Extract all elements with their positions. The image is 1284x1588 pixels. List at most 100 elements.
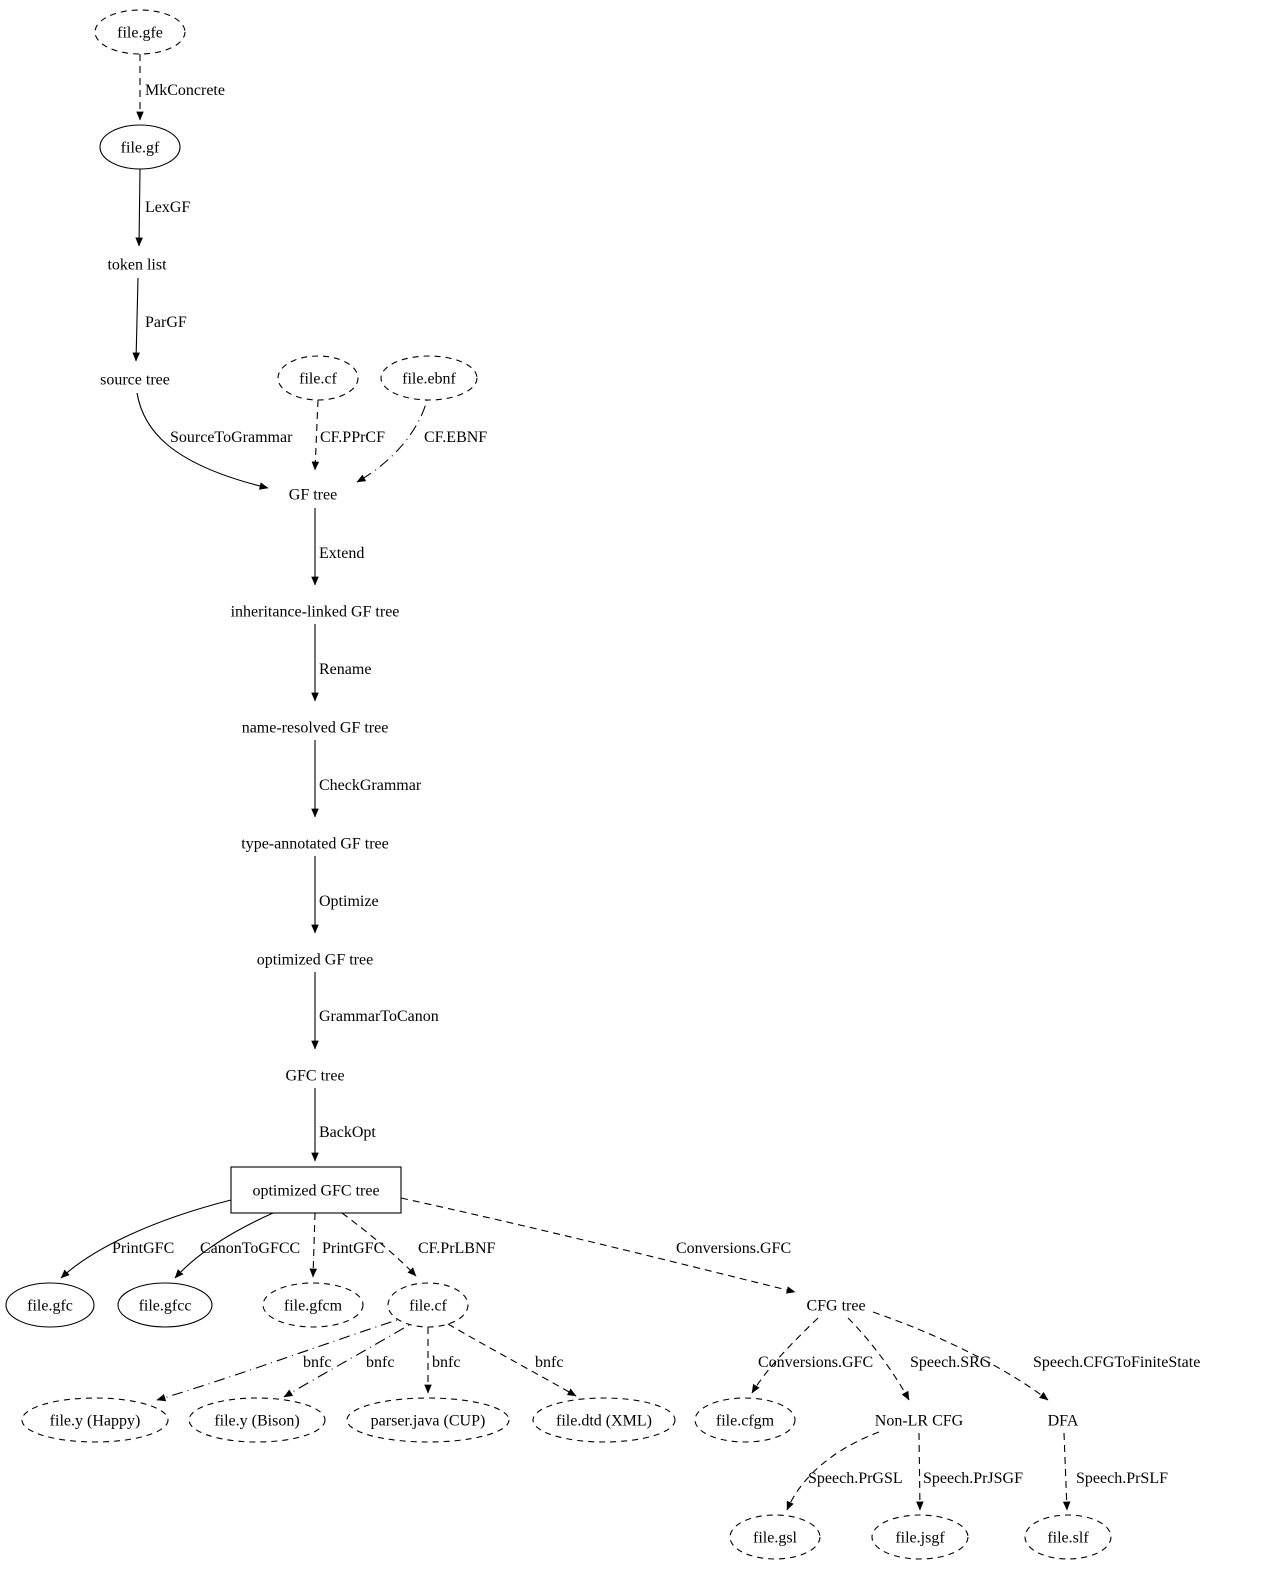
edge-label-inh-gf-tree-to-name-gf-tree: Rename bbox=[319, 661, 371, 678]
edge-label-opt-gfc-tree-to-file-gfcm: PrintGFC bbox=[322, 1240, 384, 1257]
node-label-non-lr-cfg: Non-LR CFG bbox=[875, 1413, 964, 1430]
node-label-parser-java-cup: parser.java (CUP) bbox=[371, 1413, 486, 1430]
node-file-y-happy: file.y (Happy) bbox=[21, 1397, 169, 1443]
edge-label-file-cf-out-to-file-dtd-xml: bnfc bbox=[535, 1354, 563, 1371]
edge-label-token-list-to-source-tree: ParGF bbox=[145, 314, 187, 331]
node-name-gf-tree: name-resolved GF tree bbox=[242, 720, 389, 737]
node-file-gfcm: file.gfcm bbox=[262, 1282, 364, 1328]
edge-opt-gfc-tree-to-file-gfcc bbox=[174, 1212, 274, 1279]
node-inh-gf-tree: inheritance-linked GF tree bbox=[231, 604, 400, 621]
node-file-gfc: file.gfc bbox=[5, 1282, 95, 1328]
edge-label-source-tree-to-gf-tree: SourceToGrammar bbox=[170, 429, 293, 446]
node-label-file-ebnf: file.ebnf bbox=[402, 371, 456, 388]
edge-label-opt-gfc-tree-to-file-gfcc: CanonToGFCC bbox=[200, 1240, 300, 1257]
node-shape-file-cf-out bbox=[387, 1282, 469, 1328]
edge-label-opt-gf-tree-to-gfc-tree: GrammarToCanon bbox=[319, 1008, 439, 1025]
node-file-ebnf: file.ebnf bbox=[380, 355, 478, 401]
node-shape-file-cf-in bbox=[277, 355, 359, 401]
edge-source-tree-to-gf-tree bbox=[136, 392, 269, 490]
edge-label-file-cf-out-to-file-y-bison: bnfc bbox=[366, 1354, 394, 1371]
edge-label-name-gf-tree-to-type-gf-tree: CheckGrammar bbox=[319, 777, 422, 794]
node-file-cf-in: file.cf bbox=[277, 355, 359, 401]
node-shape-file-gfcc bbox=[117, 1282, 213, 1328]
node-shape-file-gfe bbox=[94, 9, 186, 55]
edge-label-opt-gfc-tree-to-file-cf-out: CF.PrLBNF bbox=[418, 1240, 496, 1257]
edge-non-lr-cfg-to-file-jsgf bbox=[916, 1432, 924, 1511]
node-label-file-dtd-xml: file.dtd (XML) bbox=[556, 1413, 652, 1430]
edge-label-gfc-tree-to-opt-gfc-tree: BackOpt bbox=[319, 1124, 376, 1141]
node-file-dtd-xml: file.dtd (XML) bbox=[532, 1397, 676, 1443]
node-shape-parser-java-cup bbox=[346, 1397, 510, 1443]
edge-label-type-gf-tree-to-opt-gf-tree: Optimize bbox=[319, 893, 379, 910]
node-cfg-tree: CFG tree bbox=[806, 1298, 865, 1315]
edge-dfa-to-file-slf bbox=[1062, 1432, 1071, 1511]
node-file-gsl: file.gsl bbox=[729, 1514, 821, 1560]
node-label-file-cf-out: file.cf bbox=[409, 1298, 447, 1315]
edge-label-file-gfe-to-file-gf: MkConcrete bbox=[145, 82, 225, 99]
node-label-opt-gf-tree: optimized GF tree bbox=[257, 952, 373, 969]
edge-label-gf-tree-to-inh-gf-tree: Extend bbox=[319, 545, 364, 562]
node-label-file-gfe: file.gfe bbox=[117, 25, 163, 42]
edge-label-file-cf-out-to-parser-java-cup: bnfc bbox=[432, 1354, 460, 1371]
node-shape-file-jsgf bbox=[871, 1514, 969, 1560]
edge-label-cfg-tree-to-file-cfgm: Conversions.GFC bbox=[758, 1354, 873, 1371]
node-file-jsgf: file.jsgf bbox=[871, 1514, 969, 1560]
node-label-file-y-happy: file.y (Happy) bbox=[50, 1413, 141, 1430]
node-shape-file-y-happy bbox=[21, 1397, 169, 1443]
nodes-layer: file.gfe file.gf token list source tree file… bbox=[5, 9, 1112, 1560]
edge-file-gf-to-token-list bbox=[135, 168, 143, 247]
edge-label-cfg-tree-to-dfa: Speech.CFGToFiniteState bbox=[1033, 1354, 1200, 1371]
node-shape-file-dtd-xml bbox=[532, 1397, 676, 1443]
node-shape-file-gfcm bbox=[262, 1282, 364, 1328]
node-label-file-y-bison: file.y (Bison) bbox=[214, 1413, 299, 1430]
edge-file-cf-out-to-file-dtd-xml bbox=[447, 1323, 577, 1397]
node-label-opt-gfc-tree: optimized GFC tree bbox=[252, 1183, 379, 1200]
edge-file-ebnf-to-gf-tree bbox=[356, 399, 428, 483]
edge-label-file-cf-in-to-gf-tree: CF.PPrCF bbox=[320, 429, 385, 446]
node-file-cf-out: file.cf bbox=[387, 1282, 469, 1328]
node-label-file-slf: file.slf bbox=[1047, 1530, 1089, 1547]
node-file-cfgm: file.cfgm bbox=[694, 1397, 796, 1443]
node-parser-java-cup: parser.java (CUP) bbox=[346, 1397, 510, 1443]
edge-label-dfa-to-file-slf: Speech.PrSLF bbox=[1076, 1470, 1168, 1487]
node-shape-file-slf bbox=[1024, 1514, 1112, 1560]
node-shape-file-gsl bbox=[729, 1514, 821, 1560]
edge-file-cf-out-to-file-y-bison bbox=[283, 1324, 410, 1398]
node-label-dfa: DFA bbox=[1048, 1413, 1079, 1430]
node-dfa: DFA bbox=[1048, 1413, 1079, 1430]
node-label-file-gfcc: file.gfcc bbox=[139, 1298, 192, 1315]
node-file-y-bison: file.y (Bison) bbox=[188, 1397, 326, 1443]
edge-opt-gfc-tree-to-file-gfcm bbox=[309, 1212, 318, 1278]
edge-label-opt-gfc-tree-to-cfg-tree: Conversions.GFC bbox=[676, 1240, 791, 1257]
edge-opt-gfc-tree-to-file-cf-out bbox=[341, 1212, 417, 1277]
edge-token-list-to-source-tree bbox=[132, 277, 140, 362]
node-shape-file-cfgm bbox=[694, 1397, 796, 1443]
node-label-file-gfcm: file.gfcm bbox=[284, 1298, 343, 1315]
node-label-name-gf-tree: name-resolved GF tree bbox=[242, 720, 389, 737]
node-gfc-tree: GFC tree bbox=[285, 1068, 344, 1085]
node-label-source-tree: source tree bbox=[100, 372, 170, 389]
edge-file-cf-out-to-file-y-happy bbox=[156, 1319, 398, 1402]
edge-label-non-lr-cfg-to-file-gsl: Speech.PrGSL bbox=[808, 1470, 903, 1487]
node-shape-opt-gfc-tree bbox=[230, 1166, 402, 1214]
node-label-gfc-tree: GFC tree bbox=[285, 1068, 344, 1085]
node-file-gf: file.gf bbox=[99, 124, 181, 170]
node-label-file-gsl: file.gsl bbox=[753, 1530, 798, 1547]
node-file-slf: file.slf bbox=[1024, 1514, 1112, 1560]
node-source-tree: source tree bbox=[100, 372, 170, 389]
node-shape-file-ebnf bbox=[380, 355, 478, 401]
edge-cfg-tree-to-non-lr-cfg bbox=[847, 1317, 910, 1401]
node-label-inh-gf-tree: inheritance-linked GF tree bbox=[231, 604, 400, 621]
edge-opt-gfc-tree-to-cfg-tree bbox=[400, 1197, 796, 1294]
node-token-list: token list bbox=[107, 257, 167, 274]
edge-opt-gfc-tree-to-file-gfc bbox=[60, 1199, 232, 1279]
node-label-gf-tree: GF tree bbox=[289, 487, 337, 504]
edge-file-cf-in-to-gf-tree bbox=[311, 399, 320, 471]
node-label-file-jsgf: file.jsgf bbox=[895, 1530, 945, 1547]
node-file-gfe: file.gfe bbox=[94, 9, 186, 55]
node-label-file-cf-in: file.cf bbox=[299, 371, 337, 388]
node-label-cfg-tree: CFG tree bbox=[806, 1298, 865, 1315]
node-opt-gfc-tree: optimized GFC tree bbox=[230, 1166, 402, 1214]
